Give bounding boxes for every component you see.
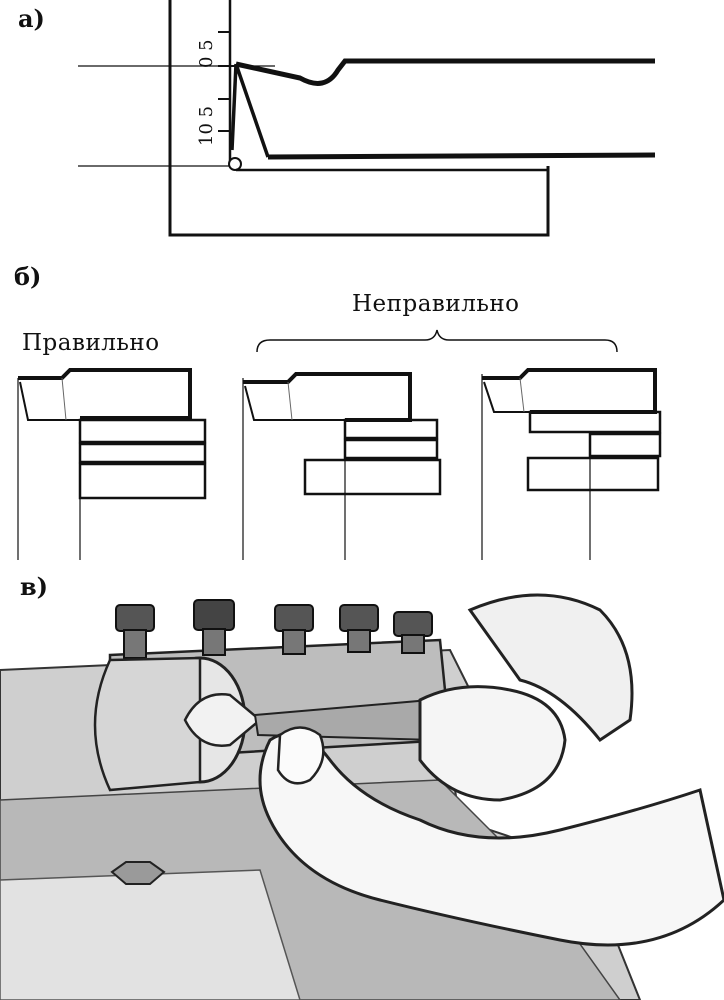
center-point-circle: [228, 157, 242, 171]
toolpost-screws: [115, 599, 433, 659]
gauge-scale-top-numbers: 0 5: [196, 39, 217, 68]
hex-nut: [110, 861, 166, 885]
incorrect-arrangement-1: [242, 372, 442, 560]
panel-a-gauge-diagram: [78, 0, 656, 237]
right-sleeve: [467, 593, 634, 743]
cutter-tip: [230, 63, 270, 158]
left-thumb: [276, 726, 325, 785]
incorrect-caption: Неправильно: [352, 291, 520, 317]
gauge-scale-bottom-numbers: 10 5: [196, 106, 217, 146]
panel-v-label: в): [20, 572, 49, 601]
panel-a-label: а): [18, 4, 45, 33]
cutter-bottom-edge: [267, 152, 656, 160]
cutter-top-edge: [235, 58, 655, 86]
incorrect-bracket: [256, 329, 618, 353]
correct-caption: Правильно: [22, 330, 160, 356]
correct-arrangement: [17, 368, 207, 560]
toolpost-photo: [0, 593, 724, 1000]
panel-b-label: б): [14, 262, 42, 291]
left-hand: [258, 731, 724, 947]
workpiece-cylinder-body: [93, 656, 202, 792]
gauge-body: [168, 0, 550, 237]
right-hand: [418, 685, 567, 802]
incorrect-arrangement-2: [481, 368, 662, 560]
